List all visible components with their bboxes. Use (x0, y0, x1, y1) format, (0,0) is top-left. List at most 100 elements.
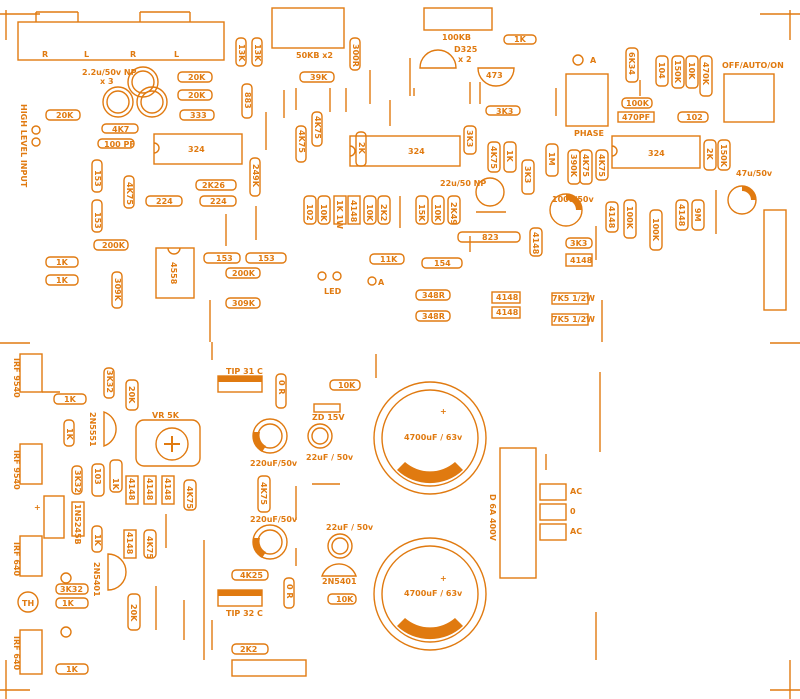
label-4700u-a: 4700uF / 63v (404, 433, 463, 442)
vr-5k-trimmer[interactable] (135, 419, 201, 467)
label-1k-i: 1K (66, 665, 79, 674)
label-2k: 2K (357, 142, 366, 155)
label-102-b: 102 (686, 113, 703, 122)
label-4148-b: 4148 (496, 293, 519, 302)
ic-324-b (349, 135, 461, 167)
label-15k: 15K (417, 204, 426, 222)
label-470pf: 470PF (622, 113, 650, 122)
label-1k-h: 1K (62, 599, 75, 608)
label-2n5401-a: 2N5401 (92, 562, 101, 597)
label-20k-b: 20K (188, 91, 206, 100)
label-2k26: 2K26 (202, 181, 225, 190)
label-1k-top: 1K (514, 35, 527, 44)
label-7k5-b: 7K5 1/2W (552, 315, 595, 324)
label-4558: 4558 (169, 262, 178, 285)
label-irf640-b: IRF 640 (12, 636, 21, 671)
label-100u: 100u/50v (552, 195, 594, 204)
label-2k49: 2K49 (449, 202, 458, 225)
cap-4700u-b (373, 537, 487, 651)
label-333: 333 (190, 111, 207, 120)
label-4k75-b: 4K75 (313, 116, 322, 139)
mosfet-irf9540-a (19, 353, 43, 393)
label-154: 154 (434, 259, 451, 268)
label-bridge: D 6A 400V (488, 494, 497, 542)
label-309k-a: 309K (113, 278, 122, 302)
label-4700u-b: 4700uF / 63v (404, 589, 463, 598)
label-2k2-b: 2K2 (240, 645, 257, 654)
label-7k5-a: 7K5 1/2W (552, 294, 595, 303)
label-22u-np: 22u/50 NP (440, 179, 486, 188)
np-cap-22u (475, 177, 505, 207)
label-2u2: 2.2u/50v NP (82, 68, 137, 77)
label-ic-324-c: 324 (648, 149, 665, 158)
label-20k-c: 20K (127, 386, 136, 404)
rca-input-block (17, 21, 225, 61)
label-6k34: 6K34 (627, 52, 636, 75)
label-104: 104 (657, 62, 666, 79)
label-a-left: A (378, 278, 385, 287)
label-a-top: A (590, 56, 597, 65)
label-zd-15v: ZD 15V (312, 413, 345, 422)
label-100k-b: 100K (625, 206, 634, 230)
bridge-rectifier (499, 447, 537, 579)
label-0r-a: 0 R (277, 380, 286, 395)
label-x3: x 3 (100, 77, 114, 86)
label-4k7: 4K7 (112, 125, 129, 134)
label-473: 473 (486, 71, 503, 80)
label-vr-5k: VR 5K (152, 411, 180, 420)
label-plus-c: + (34, 503, 41, 512)
label-47u: 47u/50v (736, 169, 773, 178)
trimpot-100kb (423, 7, 493, 31)
heatsink-bar (231, 659, 307, 677)
label-ic-324-b: 324 (408, 147, 425, 156)
label-1k-b: 1K (56, 276, 69, 285)
label-2k-b: 2K (705, 148, 714, 161)
label-153-a: 153 (93, 170, 102, 187)
label-zero: 0 (570, 507, 576, 516)
label-10k-b: 10K (365, 204, 374, 222)
label-irf640-a: IRF 640 (12, 542, 21, 577)
label-1k-g: 1K (93, 534, 102, 547)
label-4148-g: 4148 (677, 204, 686, 227)
label-1k-f: 1K (111, 478, 120, 491)
label-150k-a: 150K (673, 60, 682, 84)
label-348r-a: 348R (422, 291, 445, 300)
phase-switch[interactable] (565, 73, 609, 127)
off-auto-on-switch[interactable] (723, 73, 775, 123)
label-led: LED (324, 287, 342, 296)
label-tip31c: TIP 31 C (226, 367, 263, 376)
label-2n5401-b: 2N5401 (322, 577, 357, 586)
label-3k32-b: 3K32 (73, 470, 82, 493)
label-4k75-i: 4K75 (259, 482, 268, 505)
transistor-2n5401-b (321, 563, 357, 577)
label-4k75-g: 4K75 (185, 486, 194, 509)
label-4148-d: 4148 (531, 232, 540, 255)
transistor-2n5551 (103, 411, 117, 447)
label-4k75-c: 4K75 (297, 130, 306, 153)
cap-22u-b (307, 423, 333, 449)
label-high-level-input: HIGH LEVEL INPUT (19, 104, 28, 188)
label-3k3-d: 3K3 (570, 239, 587, 248)
transistor-d325-a (419, 49, 457, 69)
label-823: 823 (482, 233, 499, 242)
cap-22u-c (327, 533, 353, 559)
label-13k-a: 13K (237, 44, 246, 62)
label-4148-a: 4148 (349, 200, 358, 223)
label-ac-bottom: AC (570, 527, 582, 536)
label-4148-h: 4148 (127, 478, 136, 501)
transistor-d325-b (477, 67, 515, 87)
label-4k75-e: 4K75 (581, 154, 590, 177)
rca-l1: L (84, 50, 89, 59)
label-309k-b: 309K (232, 299, 256, 308)
np-cap-1 (127, 66, 159, 98)
label-1k-e: 1K (65, 428, 74, 441)
label-plus-b: + (440, 574, 447, 583)
label-2n5551: 2N5551 (88, 412, 97, 447)
label-1m: 1M (547, 152, 556, 166)
label-3k32-c: 3K32 (60, 585, 83, 594)
label-4148-l: 4148 (125, 532, 134, 555)
label-4148-j: 4148 (163, 478, 172, 501)
label-39k: 39K (310, 73, 328, 82)
label-470k: 470K (701, 62, 710, 86)
np-cap-3 (136, 86, 168, 118)
